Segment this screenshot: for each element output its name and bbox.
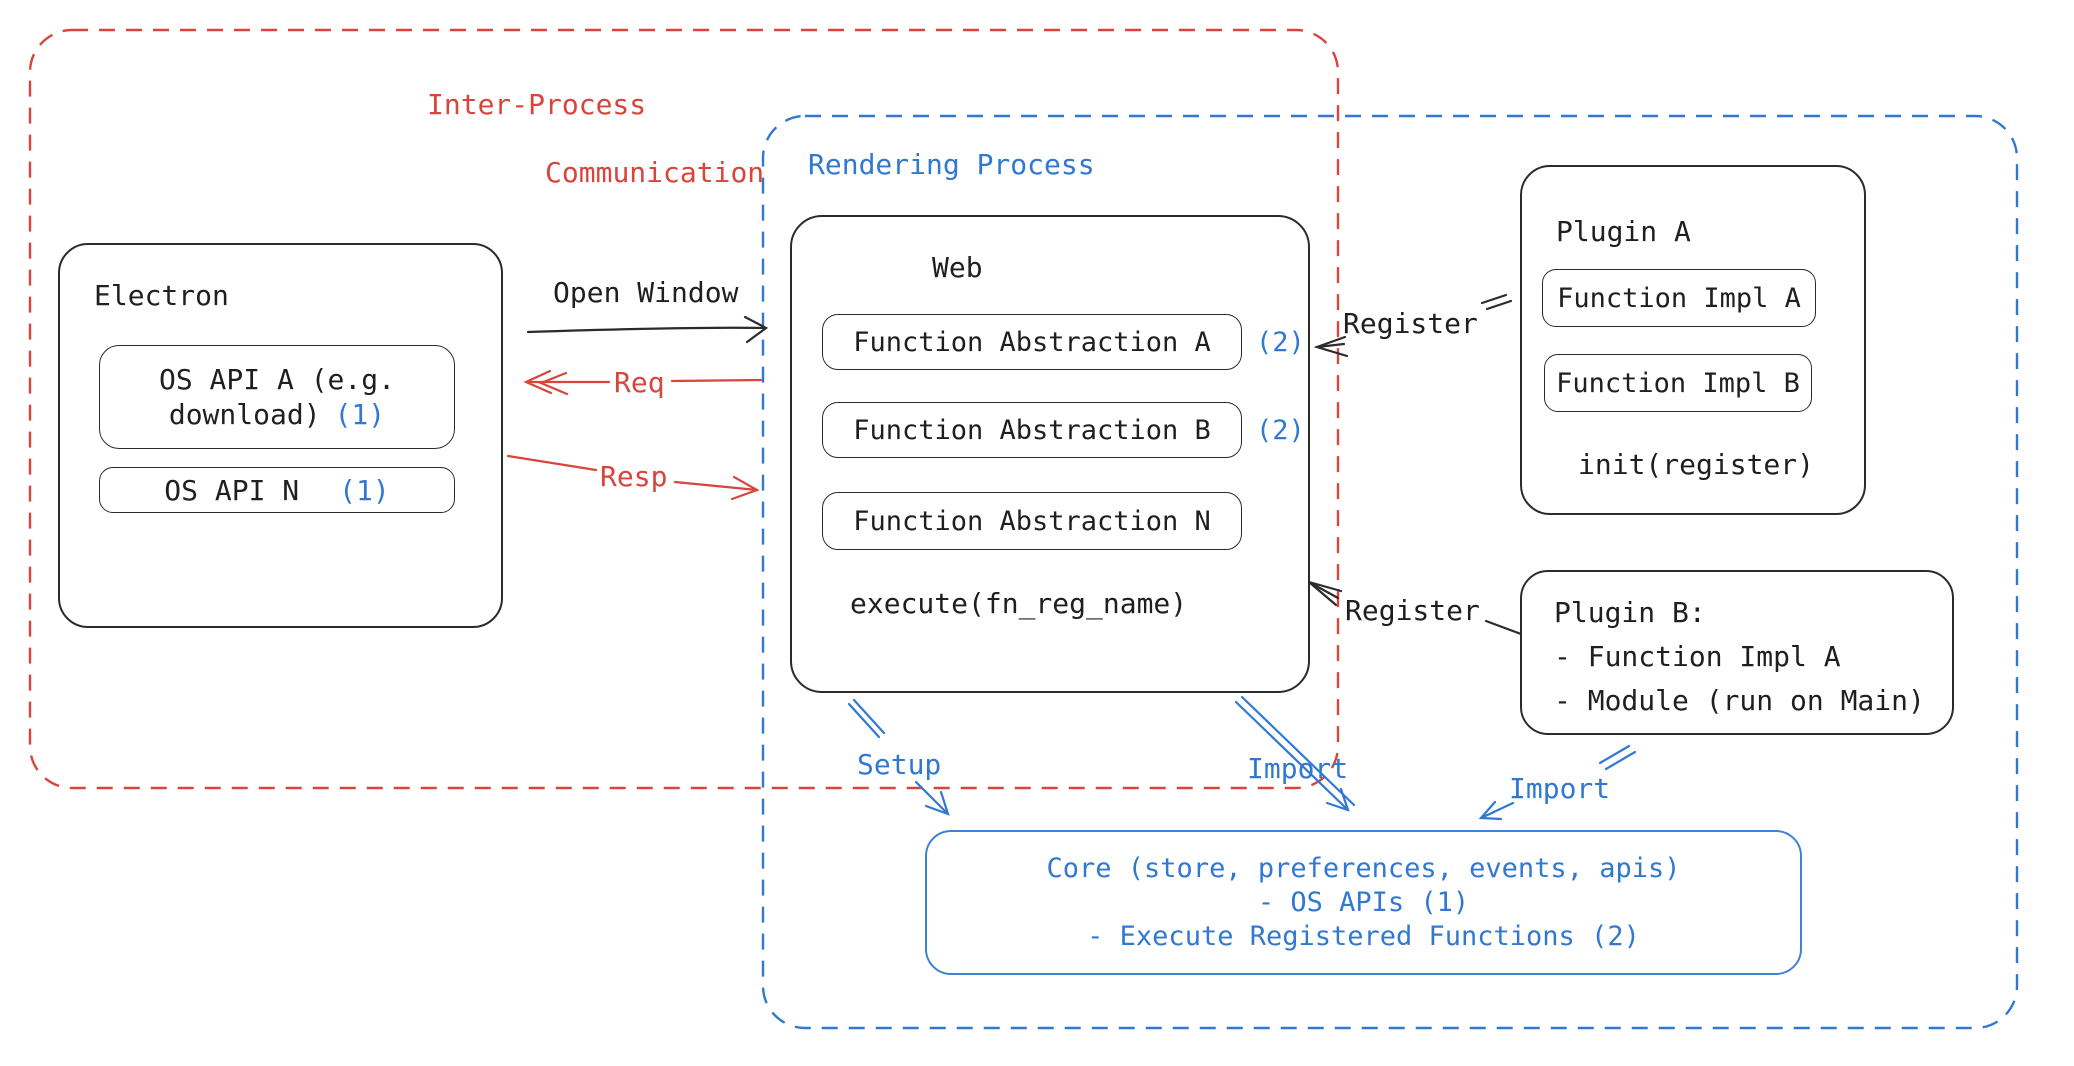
fa-n-row: Function Abstraction N (822, 492, 1256, 550)
ipc-region-label: Inter-Process Communication (427, 88, 764, 190)
import-center-label: Import (1247, 752, 1349, 785)
function-abstraction-a-label: Function Abstraction A (853, 326, 1211, 358)
ipc-label-line2: Communication (545, 156, 765, 190)
electron-box: Electron OS API A (e.g. download) (1) OS… (58, 243, 503, 628)
function-abstraction-b-box: Function Abstraction B (822, 402, 1242, 458)
execute-label: execute(fn_reg_name) (850, 587, 1188, 620)
function-impl-b-label: Function Impl B (1556, 367, 1800, 399)
plugin-a-box: Plugin A Function Impl A Function Impl B… (1520, 165, 1866, 515)
ipc-region-border (28, 28, 1340, 790)
os-api-n-box: OS API N (1) (99, 467, 455, 513)
import-center-arrow (1234, 695, 1356, 812)
register-bottom-label: Register (1345, 594, 1480, 627)
fa-a-row: Function Abstraction A (2) (822, 314, 1305, 370)
function-abstraction-a-box: Function Abstraction A (822, 314, 1242, 370)
os-api-a-badge: (1) (334, 398, 386, 431)
core-line3: - Execute Registered Functions (2) (1087, 920, 1640, 952)
register-top-label: Register (1343, 307, 1478, 340)
os-api-a-box: OS API A (e.g. download) (1) (99, 345, 455, 449)
rendering-region-label: Rendering Process (808, 148, 1095, 181)
core-line1: Core (store, preferences, events, apis) (1046, 852, 1681, 884)
web-box: Web Function Abstraction A (2) Function … (790, 215, 1310, 693)
ipc-label-line1: Inter-Process (427, 88, 647, 121)
web-title: Web (932, 251, 983, 284)
core-line2: - OS APIs (1) (1257, 886, 1470, 918)
register-bottom-arrow (1307, 580, 1523, 636)
plugin-b-module: - Module (run on Main) (1554, 684, 1925, 717)
req-arrow (523, 369, 763, 396)
open-window-arrow (526, 315, 769, 344)
function-abstraction-b-label: Function Abstraction B (853, 414, 1211, 446)
electron-title: Electron (94, 279, 229, 312)
init-register-label: init(register) (1578, 448, 1815, 481)
resp-arrow (506, 454, 760, 501)
rendering-region-border (761, 114, 2019, 1030)
function-impl-b-box: Function Impl B (1544, 354, 1812, 412)
core-box: Core (store, preferences, events, apis) … (925, 830, 1802, 975)
function-abstraction-n-box: Function Abstraction N (822, 492, 1242, 550)
open-window-label: Open Window (553, 276, 739, 309)
plugin-b-box: Plugin B: - Function Impl A - Module (ru… (1520, 570, 1954, 735)
fa-b-row: Function Abstraction B (2) (822, 402, 1305, 458)
plugin-a-title: Plugin A (1556, 215, 1691, 248)
plugin-b-title: Plugin B: (1554, 596, 1706, 629)
register-top-arrow (1313, 293, 1513, 358)
function-abstraction-n-label: Function Abstraction N (853, 505, 1211, 537)
fa-b-badge: (2) (1256, 414, 1305, 446)
req-label: Req (614, 366, 665, 399)
fa-a-badge: (2) (1256, 326, 1305, 358)
import-right-arrow (1478, 744, 1637, 821)
plugin-b-impl-a: - Function Impl A (1554, 640, 1841, 673)
setup-arrow (847, 698, 950, 816)
os-api-n-label: OS API N (164, 473, 300, 507)
resp-label: Resp (600, 460, 668, 493)
os-api-n-badge: (1) (339, 473, 390, 507)
import-right-label: Import (1509, 772, 1611, 805)
function-impl-a-label: Function Impl A (1557, 282, 1801, 314)
setup-label: Setup (857, 748, 942, 781)
os-api-a-line1: OS API A (e.g. (158, 363, 395, 396)
function-impl-a-box: Function Impl A (1542, 269, 1816, 327)
os-api-a-line2: download) (168, 398, 321, 431)
